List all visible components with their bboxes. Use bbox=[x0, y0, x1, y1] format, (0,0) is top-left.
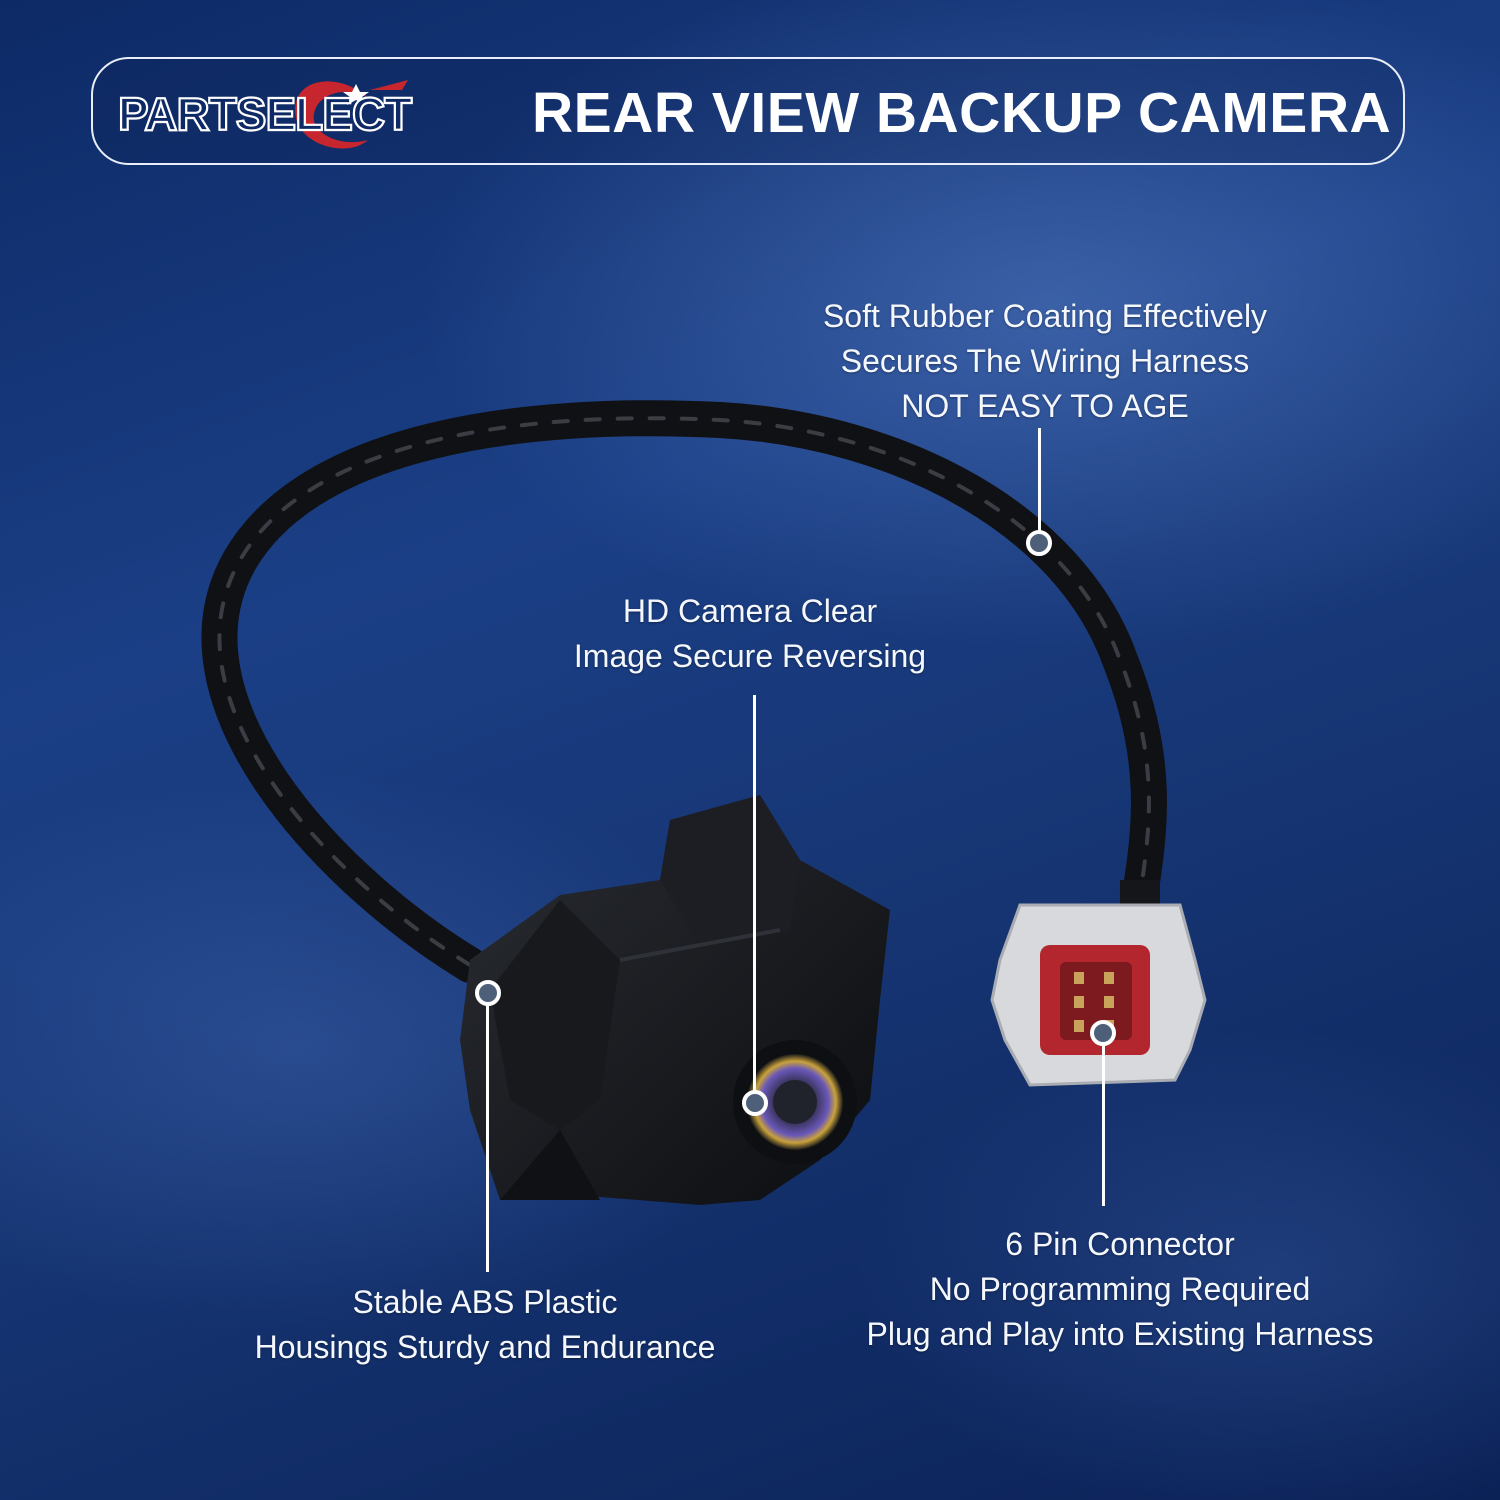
housing-marker-dot bbox=[475, 980, 501, 1006]
connector-marker-dot bbox=[1090, 1020, 1116, 1046]
housing-leader-line bbox=[486, 1000, 489, 1272]
callout-line: 6 Pin Connector bbox=[1005, 1226, 1235, 1262]
camera-leader-line bbox=[753, 695, 756, 1093]
logo-wordmark: PARTSELECT bbox=[118, 88, 412, 140]
callout-line: Stable ABS Plastic bbox=[352, 1284, 618, 1320]
housing-callout: Stable ABS Plastic Housings Sturdy and E… bbox=[230, 1280, 740, 1370]
camera-lens bbox=[733, 1040, 857, 1164]
cable-leader-line bbox=[1038, 428, 1041, 540]
callout-line: HD Camera Clear bbox=[622, 593, 878, 629]
callout-line: Secures The Wiring Harness bbox=[840, 343, 1250, 379]
cable-callout: Soft Rubber Coating Effectively Secures … bbox=[800, 294, 1290, 429]
camera-callout: HD Camera Clear Image Secure Reversing bbox=[550, 589, 950, 679]
six-pin-connector bbox=[990, 880, 1207, 1087]
camera-marker-dot bbox=[742, 1090, 768, 1116]
partselect-logo: PARTSELECT bbox=[118, 80, 414, 149]
callout-line: Plug and Play into Existing Harness bbox=[866, 1316, 1374, 1352]
connector-callout: 6 Pin Connector No Programming Required … bbox=[840, 1222, 1400, 1357]
callout-line: No Programming Required bbox=[929, 1271, 1311, 1307]
cable-marker-dot bbox=[1026, 530, 1052, 556]
connector-leader-line bbox=[1102, 1040, 1105, 1206]
page-title: REAR VIEW BACKUP CAMERA bbox=[532, 81, 1392, 145]
callout-line: Image Secure Reversing bbox=[573, 638, 927, 674]
callout-line: NOT EASY TO AGE bbox=[901, 388, 1189, 424]
callout-line: Housings Sturdy and Endurance bbox=[254, 1329, 716, 1365]
callout-line: Soft Rubber Coating Effectively bbox=[822, 298, 1268, 334]
